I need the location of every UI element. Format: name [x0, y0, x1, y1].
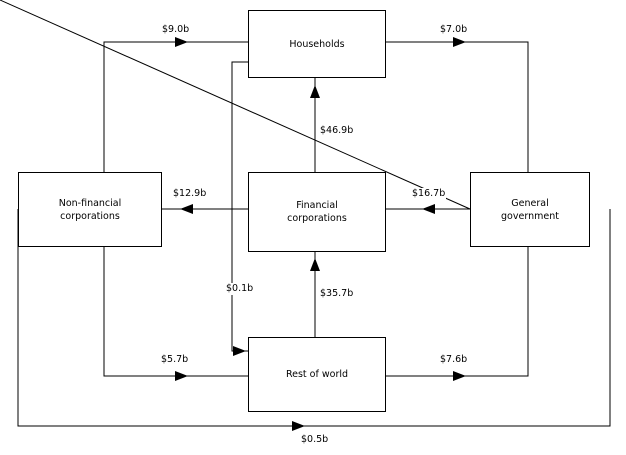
flow-label-nonfinancial-to-restofworld: $5.7b — [160, 354, 190, 366]
node-households[interactable]: Households — [248, 10, 386, 78]
arrowhead-households-to-generalgovernment — [453, 37, 466, 47]
node-general-government-label-line2: government — [501, 210, 559, 222]
flow-label-restofworld-to-generalgovernment: $7.6b — [439, 354, 469, 366]
edge-generalgovernment-to-nonfinancial — [17, 209, 611, 427]
node-rest-of-world[interactable]: Rest of world — [248, 337, 386, 412]
arrowhead-financial-to-nonfinancial — [180, 204, 193, 214]
edge-households-to-generalgovernment — [386, 41, 529, 172]
flow-label-generalgovernment-to-nonfinancial: $0.5b — [300, 434, 330, 446]
flow-label-financial-to-nonfinancial: $12.9b — [172, 188, 208, 200]
flow-label-households-to-generalgovernment: $7.0b — [439, 24, 469, 36]
node-financial-corporations-label-line2: corporations — [287, 213, 347, 224]
arrowhead-restofworld-to-generalgovernment — [453, 371, 466, 381]
edge-restofworld-to-generalgovernment — [386, 247, 529, 377]
flow-label-restofworld-to-households: $0.1b — [225, 283, 255, 295]
node-general-government-label-line1: General — [511, 197, 549, 209]
arrowhead-nonfinancial-to-restofworld — [175, 371, 188, 381]
arrowhead-restofworld-to-financial — [310, 258, 320, 271]
arrowhead-generalgovernment-to-financial — [422, 204, 435, 214]
flow-label-restofworld-to-financial: $35.7b — [319, 288, 355, 300]
flow-label-households-to-nonfinancial: $9.0b — [161, 24, 191, 36]
node-general-government[interactable]: General government — [470, 172, 590, 247]
arrowhead-financial-to-households — [310, 85, 320, 98]
node-non-financial-corporations[interactable]: Non-financial corporations — [18, 172, 162, 247]
node-financial-corporations-label-line1: Financial — [296, 200, 338, 211]
edge-nonfinancial-to-restofworld — [103, 247, 248, 377]
arrowhead-generalgovernment-to-nonfinancial — [292, 421, 305, 431]
node-households-label: Households — [289, 38, 345, 50]
node-rest-of-world-label: Rest of world — [285, 369, 349, 380]
edge-restofworld-to-households — [231, 61, 248, 352]
edge-households-to-nonfinancial — [103, 41, 248, 172]
node-non-financial-corporations-label-line2: corporations — [60, 210, 120, 222]
edge-generalgovernment-to-financial — [0, 0, 471, 210]
node-financial-corporations[interactable]: Financial corporations — [248, 172, 386, 252]
arrowhead-restofworld-to-households — [233, 346, 246, 356]
node-non-financial-corporations-label-line1: Non-financial — [58, 197, 122, 209]
flow-label-generalgovernment-to-financial: $16.7b — [411, 188, 447, 200]
arrowhead-households-to-nonfinancial — [175, 37, 188, 47]
flow-label-financial-to-households: $46.9b — [319, 125, 355, 137]
